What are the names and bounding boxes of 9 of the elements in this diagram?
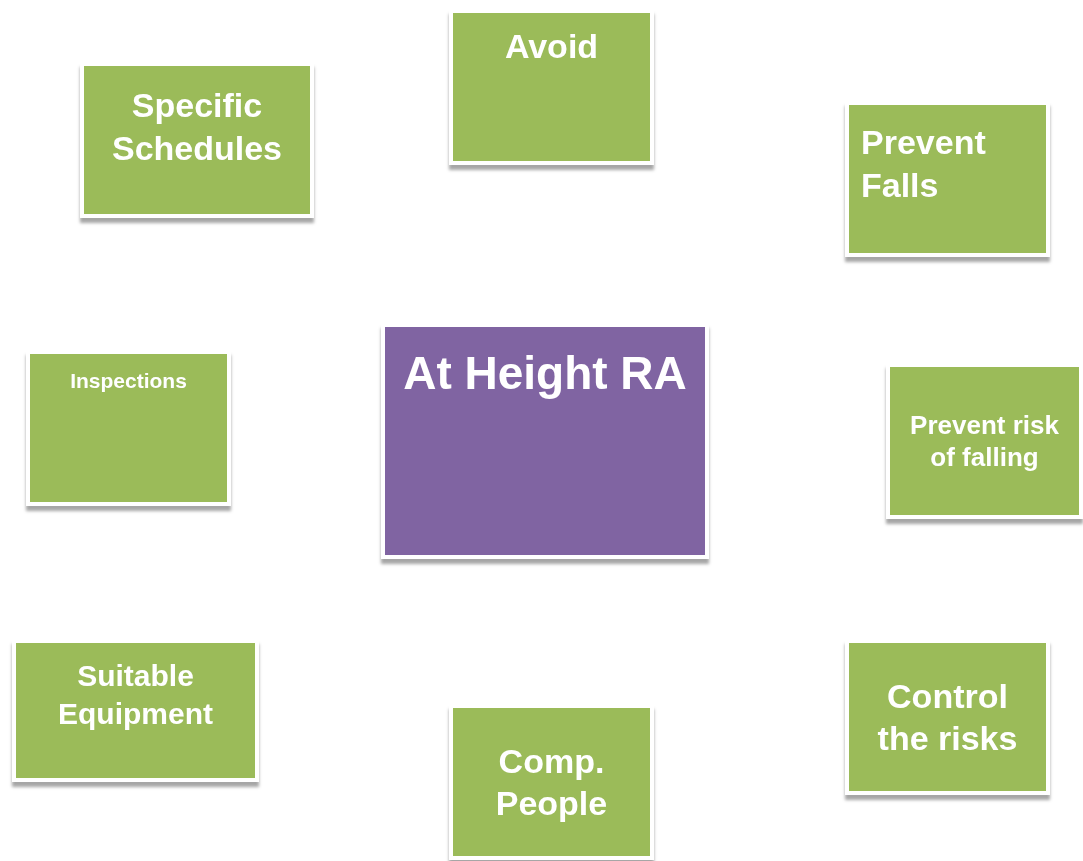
topic-label: Avoid [504, 26, 599, 67]
topic-label: Specific Schedules [110, 85, 284, 169]
topic-label: Inspections [70, 368, 187, 394]
topic-label: Prevent Falls [861, 122, 987, 206]
topic-label: At Height RA [403, 346, 687, 401]
topic-label: Comp. People [494, 740, 609, 824]
topic-label: Prevent risk of falling [909, 408, 1060, 474]
topic-label: Control the risks [876, 675, 1019, 759]
topic-label: Suitable Equipment [57, 658, 214, 732]
